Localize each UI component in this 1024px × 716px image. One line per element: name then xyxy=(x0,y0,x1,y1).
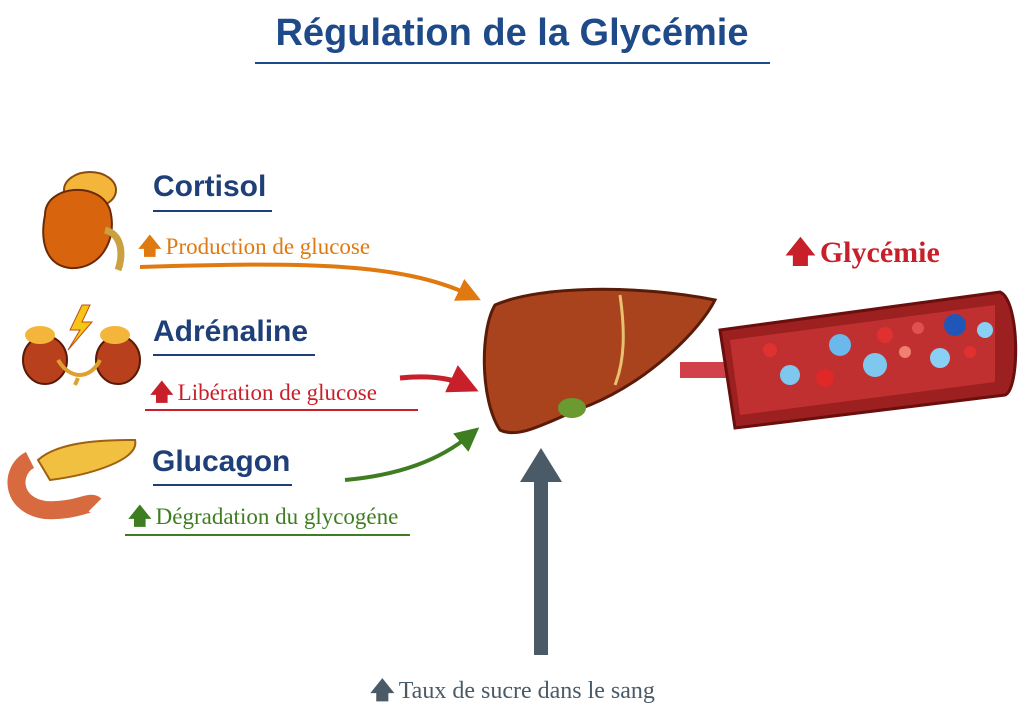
effect-glucagon: 🡅Dégradation du glycogéne xyxy=(128,500,398,539)
blood-sugar-text: Taux de sucre dans le sang xyxy=(398,678,655,704)
effect-text: Libération de glucose xyxy=(177,380,377,405)
result-label: Glycémie xyxy=(819,236,940,269)
adrenal-kidney-icon xyxy=(42,171,125,272)
up-arrow-icon: 🡅 xyxy=(150,380,174,405)
blood-sugar-label: 🡅Taux de sucre dans le sang xyxy=(370,673,655,714)
hormone-cortisol: Cortisol xyxy=(153,170,267,203)
page-title: Régulation de la Glycémie xyxy=(275,12,749,54)
liver-icon xyxy=(482,287,718,435)
up-arrow-icon: 🡅 xyxy=(785,236,816,269)
kidneys-icon xyxy=(22,304,141,386)
pancreas-icon xyxy=(7,438,137,520)
cortisol-arrow xyxy=(139,262,481,301)
up-arrow-icon: 🡅 xyxy=(128,504,152,529)
up-arrow-icon: 🡅 xyxy=(138,234,162,259)
effect-adrenaline: 🡅Libération de glucose xyxy=(150,376,377,415)
effect-text: Dégradation du glycogéne xyxy=(155,504,399,529)
result-glycemie: 🡅Glycémie xyxy=(785,230,940,281)
blood-sugar-arrow xyxy=(534,480,548,655)
up-arrow-icon: 🡅 xyxy=(370,678,395,704)
hormone-adrenaline: Adrénaline xyxy=(153,315,309,348)
adrenaline-arrow xyxy=(399,365,479,393)
effect-cortisol: 🡅Production de glucose xyxy=(138,230,370,269)
effect-text: Production de glucose xyxy=(165,234,371,259)
glucagon-arrow xyxy=(344,427,480,482)
hormone-glucagon: Glucagon xyxy=(152,445,291,478)
blood-vessel-icon xyxy=(718,290,1018,430)
